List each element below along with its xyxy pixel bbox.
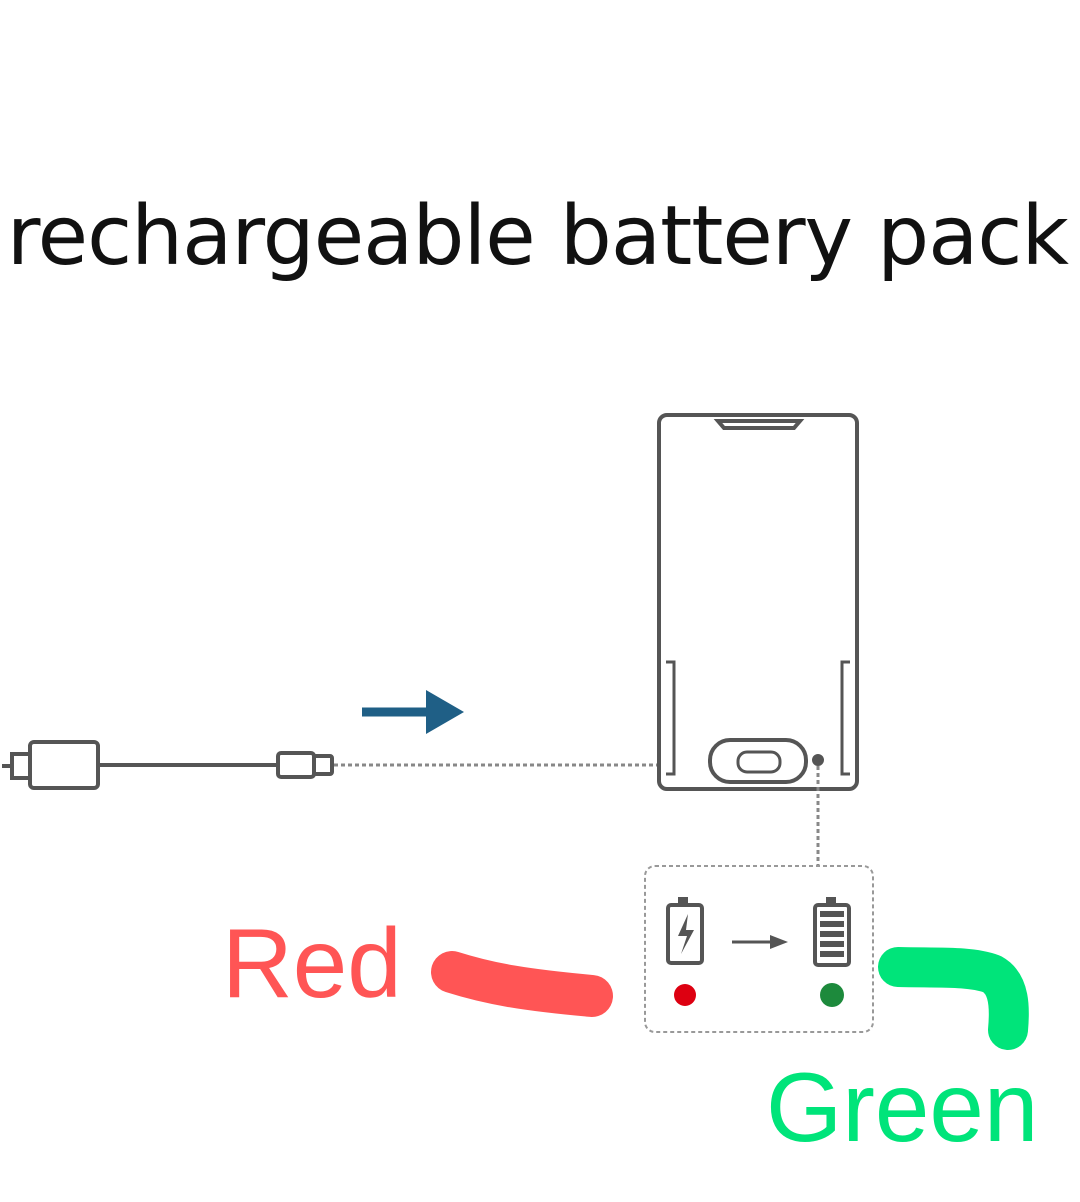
transition-arrow-icon (732, 935, 788, 949)
red-pointer-stroke (431, 951, 613, 1017)
led-red-dot (674, 984, 696, 1006)
green-pointer-stroke (878, 947, 1029, 1050)
battery-pack-icon (657, 413, 859, 791)
title-banner: he rechargeable battery pack (0, 182, 1080, 292)
insert-arrow-icon (362, 690, 464, 734)
led-green-dot (820, 983, 844, 1007)
green-annotation-label: Green (766, 1052, 1039, 1162)
battery-charging-icon (666, 897, 704, 965)
battery-full-icon (813, 897, 851, 967)
usb-c-cable-icon (2, 740, 334, 790)
page-title: he rechargeable battery pack (0, 189, 1069, 284)
red-annotation-label: Red (222, 908, 402, 1018)
led-indicator-box (644, 865, 874, 1033)
